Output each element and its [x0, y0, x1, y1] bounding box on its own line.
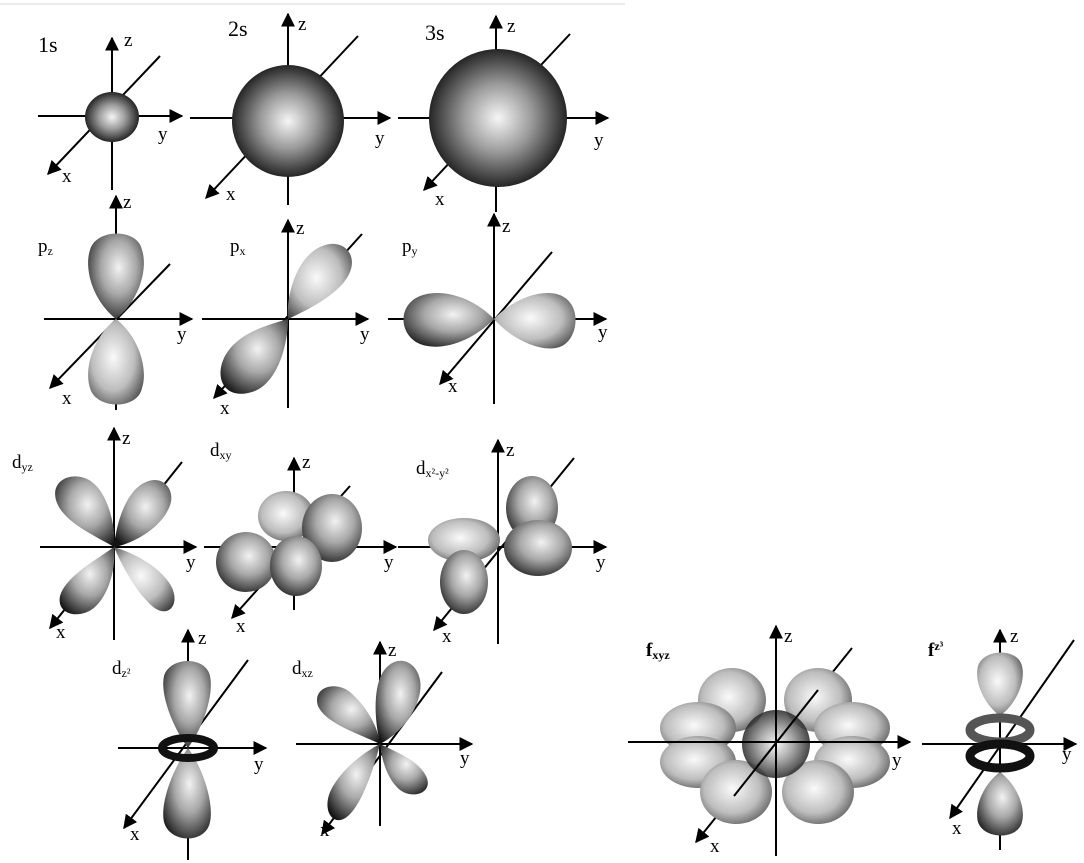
orbital-py: z y x py: [388, 214, 608, 404]
orbital-label: fz³: [928, 639, 944, 661]
orbital-label: dxy: [210, 440, 232, 462]
y-label: y: [177, 324, 187, 345]
lobe-negative: [88, 319, 144, 405]
y-label: y: [375, 128, 385, 149]
x-label: x: [435, 189, 445, 210]
z-label: z: [122, 428, 130, 449]
x-label: x: [62, 388, 72, 409]
z-label: z: [302, 452, 310, 473]
lobe-positive: [494, 293, 576, 348]
orbital-3s: z y x 3s: [398, 16, 608, 212]
z-label: z: [506, 440, 514, 461]
lobe-negative: [220, 319, 288, 394]
z-label: z: [123, 192, 131, 213]
orbital-label: fxyz: [646, 640, 670, 662]
lobe-3: [504, 520, 572, 576]
orbital-px: z y x px: [202, 218, 370, 419]
orbital-label: dyz: [12, 452, 33, 474]
y-label: y: [892, 750, 902, 771]
orbital-dxz: z y x dxz: [292, 640, 472, 841]
lobe-4: [270, 536, 322, 596]
z-label: z: [298, 14, 306, 35]
lobe-3: [380, 744, 428, 794]
z-label: z: [296, 218, 304, 239]
y-label: y: [460, 748, 470, 769]
lobe-4: [440, 550, 488, 614]
orbital-fxyz: z y x fxyz: [628, 626, 910, 857]
x-label: x: [710, 836, 720, 857]
s-sphere: [85, 92, 139, 142]
y-label: y: [1062, 744, 1072, 765]
orbital-dyz: z y x dyz: [12, 428, 196, 643]
y-label: y: [594, 130, 604, 151]
x-label: x: [226, 184, 236, 205]
orbital-label: 2s: [228, 16, 248, 41]
orbital-fz3: z y x fz³: [922, 626, 1076, 850]
x-label: x: [220, 398, 230, 419]
orbital-label: dz²: [112, 658, 131, 680]
lobe-negative: [403, 293, 494, 347]
x-label: x: [130, 824, 140, 845]
z-label: z: [507, 16, 515, 37]
lobe-4: [114, 547, 175, 611]
lobe-3: [60, 547, 115, 614]
lobe-down: [977, 772, 1023, 836]
z-label: z: [502, 216, 510, 237]
orbital-label: dxz: [292, 658, 313, 680]
y-label: y: [598, 322, 608, 343]
z-label: z: [388, 640, 396, 661]
z-label: z: [124, 30, 132, 51]
orbital-dx2-y2: z y x dx²-y²: [398, 440, 606, 647]
lobe-1: [55, 476, 114, 547]
y-label: y: [384, 552, 394, 573]
x-label: x: [320, 820, 330, 841]
x-label: x: [448, 376, 458, 397]
lobe-positive: [88, 234, 144, 320]
x-label: x: [952, 818, 962, 839]
orbital-1s: z y x 1s: [38, 30, 182, 190]
lobe-4: [327, 744, 380, 820]
y-label: y: [254, 754, 264, 775]
x-label: x: [442, 626, 452, 647]
lobe-3: [216, 532, 276, 592]
x-label: x: [56, 622, 66, 643]
orbital-label: dx²-y²: [416, 458, 449, 480]
lobe-2: [317, 686, 380, 744]
s-sphere: [429, 49, 567, 187]
z-label: z: [198, 628, 206, 649]
y-label: y: [596, 552, 606, 573]
z-label: z: [1010, 626, 1018, 647]
y-label: y: [360, 324, 370, 345]
x-label: x: [62, 166, 72, 187]
x-label: x: [236, 616, 246, 637]
lobe-2: [114, 480, 171, 547]
orbital-pz: z y x pz: [38, 192, 192, 410]
orbital-dz2: z y x dz²: [112, 628, 266, 860]
orbital-label: px: [230, 236, 246, 258]
orbital-label: 3s: [425, 20, 445, 45]
orbital-label: 1s: [38, 32, 58, 57]
orbital-label: py: [402, 236, 418, 258]
s-sphere: [232, 65, 344, 177]
lobe-up: [977, 653, 1023, 717]
orbital-dxy: z y x dxy: [204, 440, 396, 637]
lobe-positive: [288, 244, 352, 319]
y-label: y: [158, 124, 168, 145]
orbital-label: pz: [38, 236, 53, 258]
z-label: z: [784, 626, 792, 647]
orbital-2s: z y x 2s: [190, 14, 390, 205]
y-label: y: [186, 552, 196, 573]
